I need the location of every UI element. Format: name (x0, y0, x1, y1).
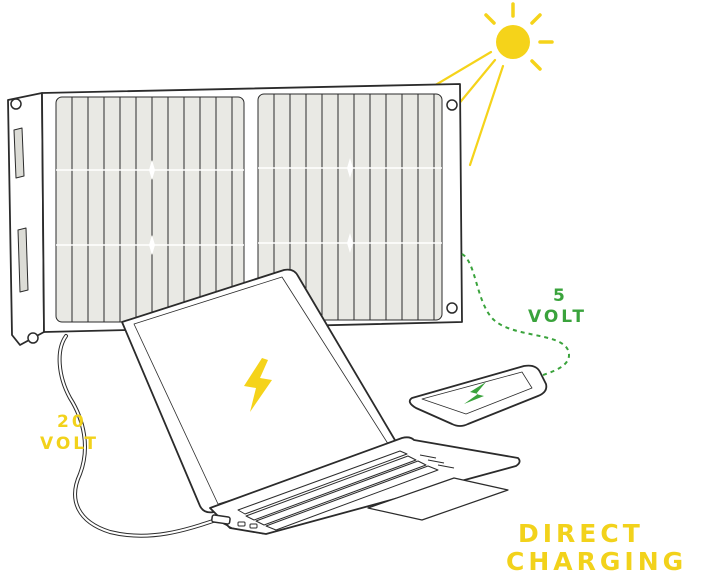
solar-cell-array-right (257, 93, 443, 321)
laptop-keyboard (237, 450, 455, 531)
laptop-voltage-value: 20 (57, 412, 87, 432)
phone (408, 364, 548, 427)
phone-screen (421, 371, 533, 415)
usb-plug (211, 514, 231, 525)
laptop-voltage-unit: VOLT (40, 434, 99, 454)
grommet (10, 98, 458, 344)
solar-panel-hinge-flap (7, 92, 45, 346)
headline-line-2: CHARGING (506, 547, 688, 576)
laptop (121, 268, 521, 535)
lightning-bolt-icon (244, 358, 272, 412)
lightning-bolt-icon (464, 382, 486, 404)
headline-line-1: DIRECT (518, 519, 644, 548)
laptop-trackpad (367, 477, 509, 521)
phone-charging-cable (461, 253, 570, 379)
laptop-ports (237, 521, 258, 529)
phone-voltage-value: 5 (553, 286, 568, 306)
solar-panel (7, 83, 463, 346)
phone-voltage-unit: VOLT (528, 307, 587, 327)
